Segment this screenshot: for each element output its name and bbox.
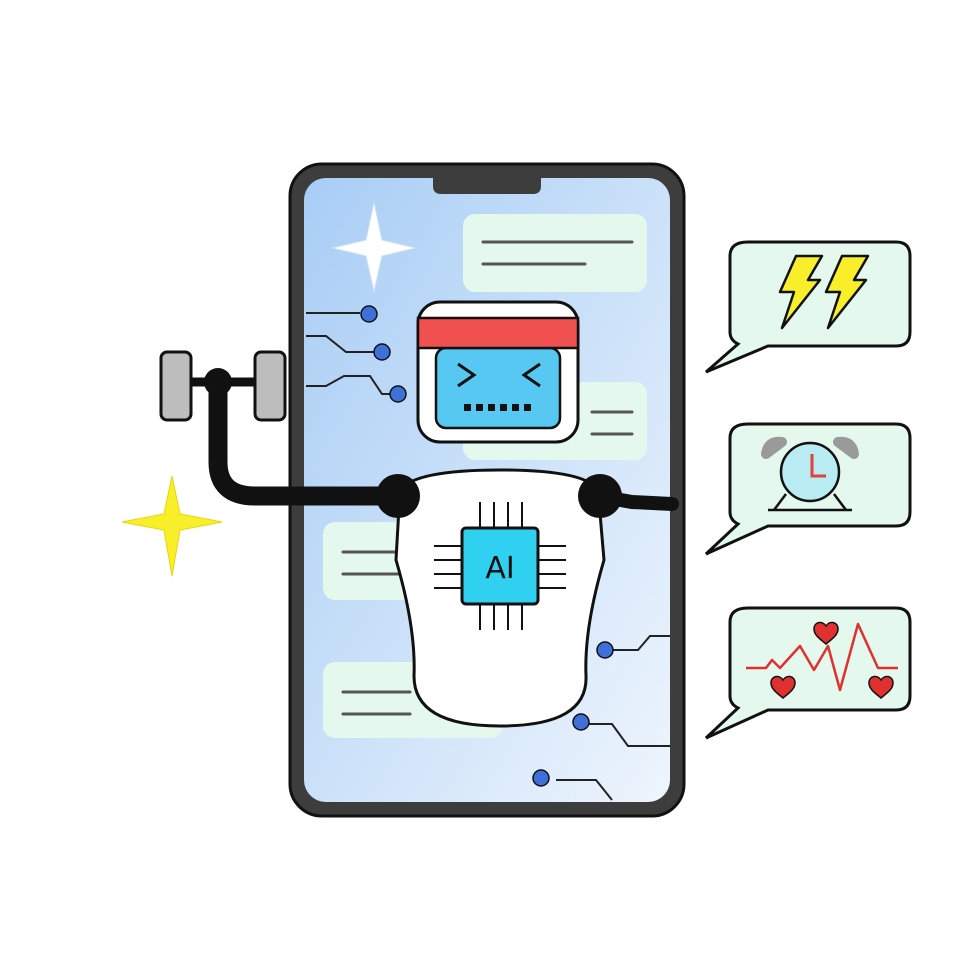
headband: [416, 316, 580, 350]
speech-bubble-clock: [704, 422, 912, 556]
robot-shoulder: [376, 474, 420, 518]
sparkle-icon: [121, 475, 223, 577]
alarm-clock-icon: [761, 436, 859, 512]
robot-head: [416, 300, 580, 444]
ai-chip-label: AI: [485, 551, 514, 586]
circuit-traces: [306, 312, 670, 801]
heart-icon: [770, 621, 894, 699]
robot-shoulder: [578, 474, 622, 518]
lightning-icon: [778, 254, 870, 330]
robot-icon: AI: [159, 300, 679, 728]
speech-bubble-heart-rate: [704, 606, 912, 740]
dumbbell-icon: [159, 350, 287, 422]
chat-bubble: [463, 214, 647, 292]
robot-face-screen: [434, 346, 562, 430]
speech-bubble-energy: [705, 240, 912, 374]
sparkle-icon: [331, 201, 417, 293]
ai-chip-icon: AI: [434, 502, 566, 630]
heartbeat-icon: [746, 622, 898, 692]
circuit-dots: [360, 305, 614, 787]
robot-arm-left: [208, 374, 410, 506]
